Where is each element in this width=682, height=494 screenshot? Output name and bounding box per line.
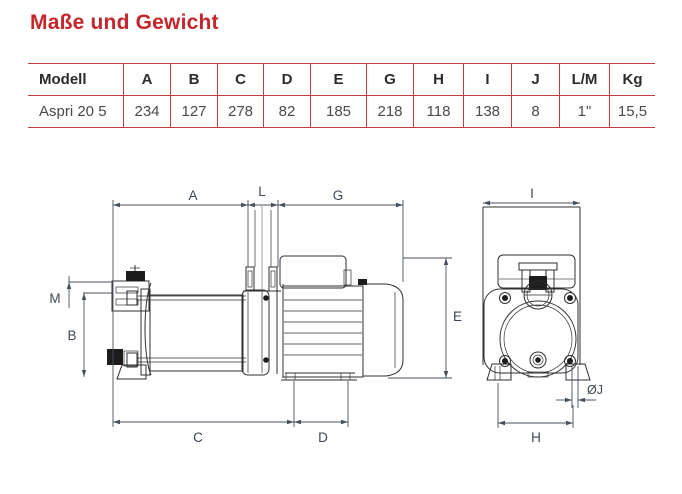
dim-label-i: I — [530, 186, 534, 201]
value-j: 8 — [511, 96, 559, 127]
value-b: 127 — [170, 96, 217, 127]
table-row: Aspri 20 5 234 127 278 82 185 218 118 13… — [28, 96, 655, 128]
dim-label-g: G — [333, 188, 344, 203]
dim-label-d: D — [318, 430, 328, 445]
dim-label-b: B — [67, 328, 76, 343]
table-header-c: C — [217, 64, 263, 95]
front-view-drawing — [482, 206, 591, 381]
dim-label-oj: ØJ — [587, 383, 603, 397]
value-d: 82 — [263, 96, 310, 127]
value-lm: 1" — [559, 96, 609, 127]
table-header-i: I — [463, 64, 511, 95]
dimension-lines — [66, 200, 596, 428]
value-e: 185 — [310, 96, 366, 127]
table-header-kg: Kg — [609, 64, 655, 95]
model-name-cell: Aspri 20 5 — [39, 103, 107, 120]
value-h: 118 — [413, 96, 463, 127]
dim-label-m: M — [49, 291, 60, 306]
dim-label-l: L — [258, 184, 266, 199]
dim-label-a: A — [188, 188, 197, 203]
table-header-row: Modell A B C D E G H I J L/M Kg — [28, 63, 655, 96]
table-header-b: B — [170, 64, 217, 95]
table-header-lm: L/M — [559, 64, 609, 95]
value-g: 218 — [366, 96, 413, 127]
table-header-d: D — [263, 64, 310, 95]
value-kg: 15,5 — [609, 96, 655, 127]
dim-label-h: H — [531, 430, 541, 445]
dim-label-c: C — [193, 430, 203, 445]
value-i: 138 — [463, 96, 511, 127]
value-c: 278 — [217, 96, 263, 127]
dim-label-e: E — [453, 309, 462, 324]
table-header-a: A — [123, 64, 170, 95]
value-a: 234 — [123, 96, 170, 127]
table-header-j: J — [511, 64, 559, 95]
side-view-drawing — [107, 206, 404, 381]
technical-drawing: A L G M B C D E I H ØJ — [49, 184, 603, 445]
table-header-modell: Modell — [39, 71, 87, 88]
table-header-h: H — [413, 64, 463, 95]
dimensions-table: Modell A B C D E G H I J L/M Kg Aspri 20… — [28, 63, 655, 128]
table-header-e: E — [310, 64, 366, 95]
page-title: Maße und Gewicht — [30, 11, 219, 34]
table-header-g: G — [366, 64, 413, 95]
